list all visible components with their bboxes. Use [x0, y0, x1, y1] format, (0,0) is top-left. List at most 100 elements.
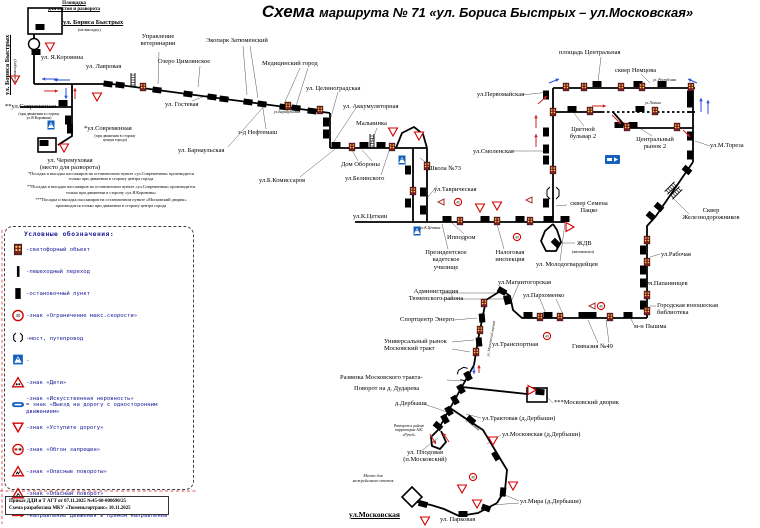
legend-item-label: -знак «Дети»	[26, 379, 67, 386]
legend-item: -пешеходный переход	[10, 263, 190, 282]
leader-line	[546, 396, 554, 404]
bus-stop-marker	[681, 164, 693, 176]
legend-item: 40-знак «Ограничение макс.скорости»	[10, 307, 190, 326]
direction-arrow-head	[477, 365, 481, 369]
traffic-light-icon	[284, 101, 292, 111]
bus-stop-marker	[31, 49, 41, 55]
map-label: ул.Транспортная	[492, 341, 539, 348]
bus-stop-marker	[496, 286, 508, 296]
direction-arrow-head	[42, 77, 46, 81]
legend-box: Условные обозначения: -светофорный объек…	[4, 226, 194, 519]
map-label: ЖДВ	[577, 240, 592, 247]
direction-arrow-head	[534, 115, 538, 119]
map-label: Развязка Московского тракта-	[340, 374, 423, 381]
bus-stop-marker	[440, 413, 450, 425]
footnote: *Посадка и высадка пассажиров на останов…	[28, 171, 194, 182]
legend-icon-stop	[10, 285, 26, 304]
leader-line	[299, 148, 336, 178]
map-label: ул.К.Цеткин	[353, 213, 388, 220]
bus-stop-marker	[502, 294, 512, 306]
map-label: сквер Немцова	[615, 67, 657, 74]
map-label: ул.Рабочая	[661, 251, 691, 258]
legend-item-label: -остановочный пункт	[26, 291, 90, 298]
leader-line	[423, 403, 448, 413]
bus-stop-marker	[543, 198, 549, 208]
leader-line	[555, 298, 564, 315]
legend-title: Условные обозначения:	[24, 231, 115, 238]
direction-arrow-head	[472, 370, 476, 374]
traffic-light-icon	[536, 312, 544, 322]
bus-stop-marker	[560, 216, 570, 222]
bus-stop-marker	[653, 201, 665, 213]
map-label: Универсальный рынок Московский тракт	[384, 338, 447, 353]
leader-line	[227, 103, 267, 148]
map-label: ул. Республики	[653, 78, 677, 82]
legend-icon-yield	[10, 419, 26, 438]
map-label: ул. Целиноградская	[306, 85, 361, 92]
bus-stop-marker	[323, 129, 329, 139]
map-label: Гимназия №49	[572, 343, 613, 350]
traffic-light-icon	[472, 347, 480, 357]
leader-line	[451, 222, 465, 235]
yield-sign-icon	[527, 384, 538, 396]
map-label: ул.М.Тореза	[710, 142, 744, 149]
map-label: *ул.Современная	[84, 125, 132, 132]
bus-stop-marker	[614, 122, 624, 128]
bridge-icon	[456, 366, 472, 382]
bus-stop-marker	[331, 142, 341, 148]
map-label: ул.Московская (д.Дербыши)	[502, 431, 581, 438]
map-label: ул.Первомайская	[477, 91, 525, 98]
bus-stop-marker	[456, 383, 466, 395]
map-label: ул. Барнаульская	[178, 147, 225, 154]
bus-stop-marker	[376, 142, 386, 148]
leader-line	[640, 128, 653, 137]
map-label: ул. Бориса Быстрых	[4, 34, 11, 95]
yield-sign-icon	[491, 201, 503, 212]
svg-text:40: 40	[456, 200, 460, 204]
direction-arrow-head	[617, 120, 621, 124]
bus-stop-marker	[687, 90, 693, 100]
turnaround-loop	[400, 485, 424, 509]
bus-stop-marker	[152, 86, 162, 94]
legend-item-label: -знак «Опасные повороты»	[26, 469, 107, 476]
yield-sign-icon	[9, 75, 21, 86]
traffic-light-icon	[643, 290, 651, 300]
leader-line	[283, 67, 301, 105]
traffic-light-icon	[456, 216, 464, 226]
order-info-box: Приказ ДДИ и Т АГТ от 07.11.2025 №45-60-…	[5, 496, 169, 516]
map-label: ул. Аккумуляторная	[343, 103, 399, 110]
route-road	[540, 223, 562, 252]
leader-line	[451, 348, 471, 353]
legend-icon-curve	[10, 485, 26, 504]
traffic-light-icon	[526, 216, 534, 226]
map-label: ул.Папанинцев	[646, 280, 688, 287]
legend-icon-light	[10, 241, 26, 260]
svg-text:40: 40	[471, 475, 475, 479]
traffic-light-icon	[651, 106, 659, 116]
map-label: Место для межрейсового отстоя	[352, 473, 394, 483]
legend-item-label: -мост, путепровод	[26, 335, 84, 342]
leader-line	[649, 253, 661, 258]
order-line-2: Схема разработана МКУ «Тюменьгортранс» 1…	[9, 505, 131, 511]
traffic-light-icon	[480, 298, 488, 308]
map-label: Сквер Железнодорожников	[682, 207, 740, 222]
bus-stop-marker	[567, 106, 577, 112]
map-label: Спортцентр Энерго	[400, 316, 455, 323]
direction-arrow-head	[699, 98, 703, 102]
bus-stop-marker	[480, 503, 492, 513]
direction-arrow-head	[64, 95, 68, 99]
map-label: (автовокзал)	[572, 249, 595, 254]
legend-icon-curves	[10, 463, 26, 482]
map-label: (на высадку)	[78, 27, 101, 32]
bus-stop-marker	[257, 100, 267, 108]
traffic-light-icon	[556, 312, 564, 322]
legend-item-label: -знак «Искусственная неровность» = знак …	[26, 395, 158, 416]
bus-stop-marker	[635, 106, 645, 112]
bus-stop-marker	[523, 312, 533, 318]
bus-stop-marker	[432, 420, 444, 432]
legend-icon-ped	[10, 263, 26, 282]
traffic-light-icon	[409, 186, 417, 196]
leader-line	[694, 140, 711, 147]
bus-stop-marker	[623, 312, 633, 318]
bridge-icon	[130, 73, 136, 87]
